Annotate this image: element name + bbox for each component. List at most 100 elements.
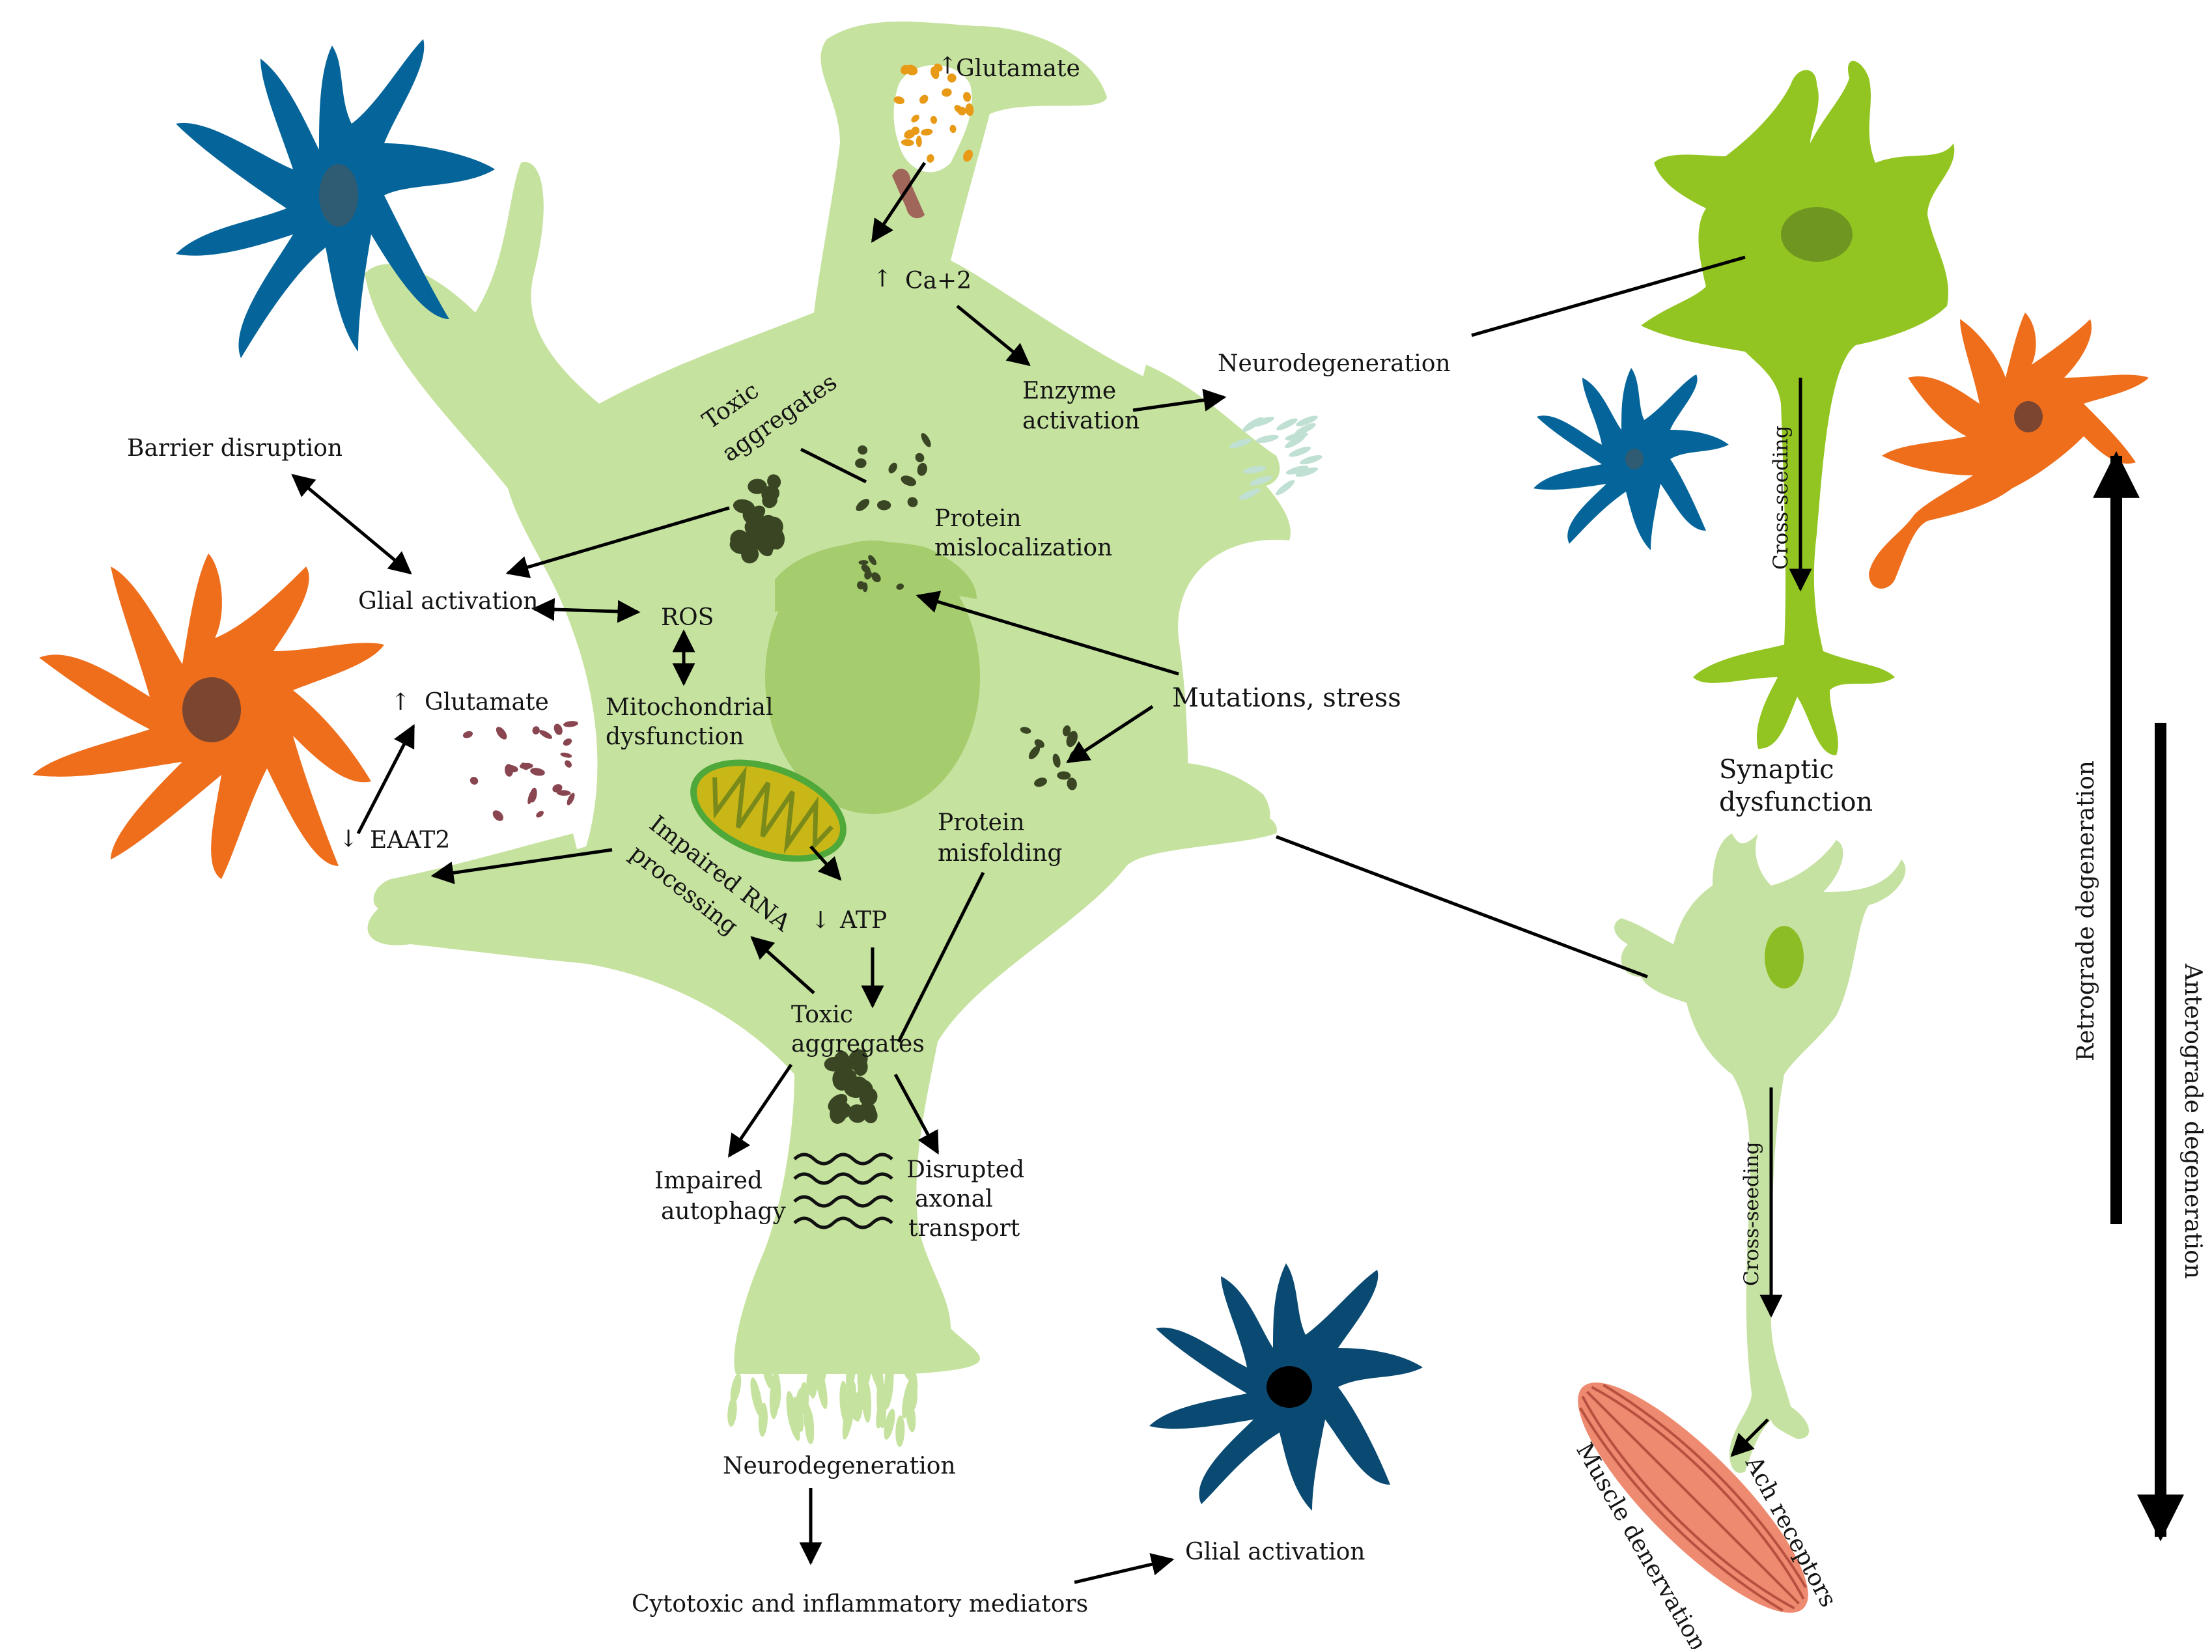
astrocyte-icon xyxy=(33,553,384,879)
terminal-bouton xyxy=(869,1341,880,1385)
protein-particle xyxy=(1057,771,1071,780)
label-retrograde-degeneration: Retrograde degeneration xyxy=(2073,761,2099,1061)
dendrite-right-lower xyxy=(1107,763,1270,840)
label-enzyme-line2: activation xyxy=(1022,408,1140,434)
ion-channel xyxy=(892,169,925,219)
protein-particle xyxy=(1067,777,1077,791)
label-cross-seeding-upper: Cross-seeding xyxy=(1769,425,1793,570)
aggregate-particle xyxy=(767,474,781,489)
glutamate-vesicle xyxy=(927,154,934,163)
glutamate-vesicle xyxy=(949,124,957,133)
aggregate-particle xyxy=(838,1056,855,1072)
glutamate-particle xyxy=(492,810,503,821)
terminal-bouton xyxy=(806,1367,816,1396)
aggregate-particle xyxy=(859,1087,878,1106)
label-protein-misfold-line1: Protein xyxy=(938,809,1025,836)
label-glutamate-left: Glutamate xyxy=(425,689,549,716)
label-cross-seeding-lower: Cross-seeding xyxy=(1740,1141,1763,1286)
glutamate-particle xyxy=(505,764,514,777)
glutamate-particle xyxy=(519,763,533,770)
glutamate-vesicle xyxy=(942,88,952,97)
terminal-bouton xyxy=(902,1377,914,1419)
terminal-bouton xyxy=(1296,415,1318,427)
label-anterograde-degeneration: Anterograde degeneration xyxy=(2179,963,2206,1279)
mitochondrion-icon xyxy=(690,759,847,862)
aggregate-particle xyxy=(835,1102,852,1119)
aggregate-particle xyxy=(854,1058,868,1076)
label-atp: ATP xyxy=(839,907,887,934)
glutamate-vesicle xyxy=(954,105,963,114)
label-cytotoxic-mediators: Cytotoxic and inflammatory mediators xyxy=(632,1591,1088,1617)
glutamate-particle xyxy=(462,731,473,738)
glutamate-vesicle xyxy=(893,96,905,104)
protein-particle xyxy=(921,432,931,447)
toxic-aggregate-top xyxy=(729,474,785,564)
protein-particle xyxy=(901,475,917,486)
up-arrow: ↑ xyxy=(391,689,410,716)
terminal-bouton xyxy=(1295,467,1319,477)
glutamate-vesicle xyxy=(901,139,914,147)
microglia-icon xyxy=(1149,1263,1423,1511)
label-enzyme-line1: Enzyme xyxy=(1022,378,1116,404)
terminal-bouton xyxy=(1289,446,1311,457)
glutamate-particle xyxy=(567,792,575,805)
label-synaptic-line2: dysfunction xyxy=(1719,787,1873,817)
glutamate-particle xyxy=(563,721,578,727)
label-glutamate-top: Glutamate xyxy=(956,55,1080,82)
glutamate-released-left xyxy=(462,721,578,821)
degeneration-bars xyxy=(2093,451,2184,1542)
terminal-bouton xyxy=(876,1392,888,1429)
protein-particle xyxy=(907,497,918,507)
glutamate-particle xyxy=(532,726,540,735)
label-toxic-aggregates-bottom-line1: Toxic xyxy=(791,1001,853,1028)
glutamate-vesicle xyxy=(947,73,957,83)
terminal-bouton xyxy=(1295,423,1316,436)
protein-particle xyxy=(864,570,872,580)
terminal-bouton xyxy=(895,1415,905,1448)
glutamate-vesicle xyxy=(963,149,973,162)
protein-particle xyxy=(1062,725,1071,736)
axon-terminal-fringe xyxy=(727,1341,918,1448)
label-protein-misfold-line2: misfolding xyxy=(938,840,1062,867)
terminal-bouton xyxy=(750,1377,763,1417)
arrows xyxy=(291,161,1812,1584)
aggregate-particle xyxy=(729,537,751,554)
glutamate-vesicle xyxy=(916,135,922,147)
terminal-bouton xyxy=(905,1353,918,1393)
label-mito-dys-line2: dysfunction xyxy=(606,723,744,750)
protein-particle xyxy=(858,445,868,455)
label-barrier-disruption: Barrier disruption xyxy=(127,435,343,462)
terminal-bouton xyxy=(1285,432,1308,441)
label-disrupted-line2: axonal xyxy=(915,1186,993,1212)
glutamate-particle xyxy=(529,787,537,803)
protein-particle xyxy=(1028,746,1041,760)
aggregate-particle xyxy=(848,1104,867,1123)
label-eaat2: EAAT2 xyxy=(370,827,450,854)
dendrite-right-upper xyxy=(1133,365,1280,487)
axonal-transport-waves xyxy=(793,1153,893,1229)
aggregate-particle xyxy=(762,492,777,509)
protein-particle xyxy=(871,572,881,583)
glutamate-vesicle xyxy=(919,94,929,104)
nuclear-proteins xyxy=(857,555,904,593)
label-neurodegeneration-top: Neurodegeneration xyxy=(1218,350,1451,377)
protein-particle xyxy=(896,583,904,590)
aggregate-particle xyxy=(748,479,767,494)
aggregate-particle xyxy=(832,1068,850,1091)
label-glial-activation-bottom: Glial activation xyxy=(1185,1539,1365,1565)
glutamate-vesicle xyxy=(921,128,933,136)
dendrite-bottom-left xyxy=(373,833,586,912)
label-mutations-stress: Mutations, stress xyxy=(1172,683,1401,713)
terminal-bouton xyxy=(1243,466,1267,474)
aggregate-particle xyxy=(733,499,755,514)
terminal-bouton xyxy=(1300,455,1323,465)
terminal-bouton xyxy=(1276,480,1295,496)
protein-particle xyxy=(915,453,925,462)
down-arrow: ↓ xyxy=(339,826,358,852)
terminal-bouton xyxy=(730,1373,742,1404)
protein-particle xyxy=(1034,739,1044,748)
glutamate-particle xyxy=(556,790,571,796)
glutamate-vesicle xyxy=(965,103,974,117)
